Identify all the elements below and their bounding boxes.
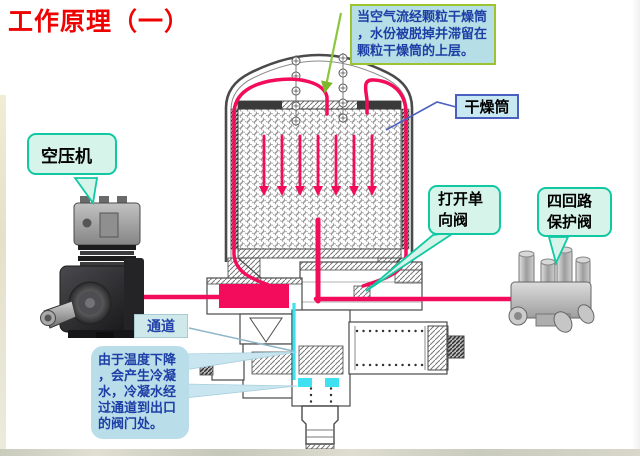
open-check-valve-label-bubble: 打开单向阀: [428, 185, 501, 235]
page-title: 工作原理（一）: [8, 8, 191, 36]
slide-left-border: [0, 95, 6, 449]
dryer-pointer-line: [385, 101, 457, 131]
compressor-bubble-tail: [73, 177, 99, 206]
air-compressor-photo: [40, 196, 144, 338]
condensate-channel: [292, 303, 339, 387]
inlet-chamber: [219, 284, 289, 308]
slide-bottom-border: [0, 449, 640, 456]
dryer-cartridge-label: 干燥筒: [455, 94, 519, 119]
channel-label: 通道: [134, 314, 188, 338]
condensation-note-callout: 由于温度下降，会产生冷凝水，冷凝水经过通道到出口的阀门处。: [91, 346, 189, 439]
four-circuit-protection-valve-photo: [508, 246, 595, 333]
downward-flow-arrows: [259, 134, 377, 196]
top-note-callout: 当空气流经颗粒干燥筒，水份被脱掉并滞留在颗粒干燥筒的上层。: [350, 4, 496, 65]
four-circuit-valve-label-bubble: 四回路保护阀: [537, 187, 612, 237]
compressor-label-bubble: 空压机: [27, 133, 117, 175]
left-riser-flow: [232, 77, 329, 288]
slide-right-edge-shadow: [632, 0, 640, 449]
green-arrow: [321, 12, 343, 94]
four-circuit-bubble-tail: [547, 236, 570, 266]
channel-pointer-line: [188, 327, 294, 352]
dome-bolts: [291, 52, 376, 126]
drain-port: [301, 405, 339, 445]
